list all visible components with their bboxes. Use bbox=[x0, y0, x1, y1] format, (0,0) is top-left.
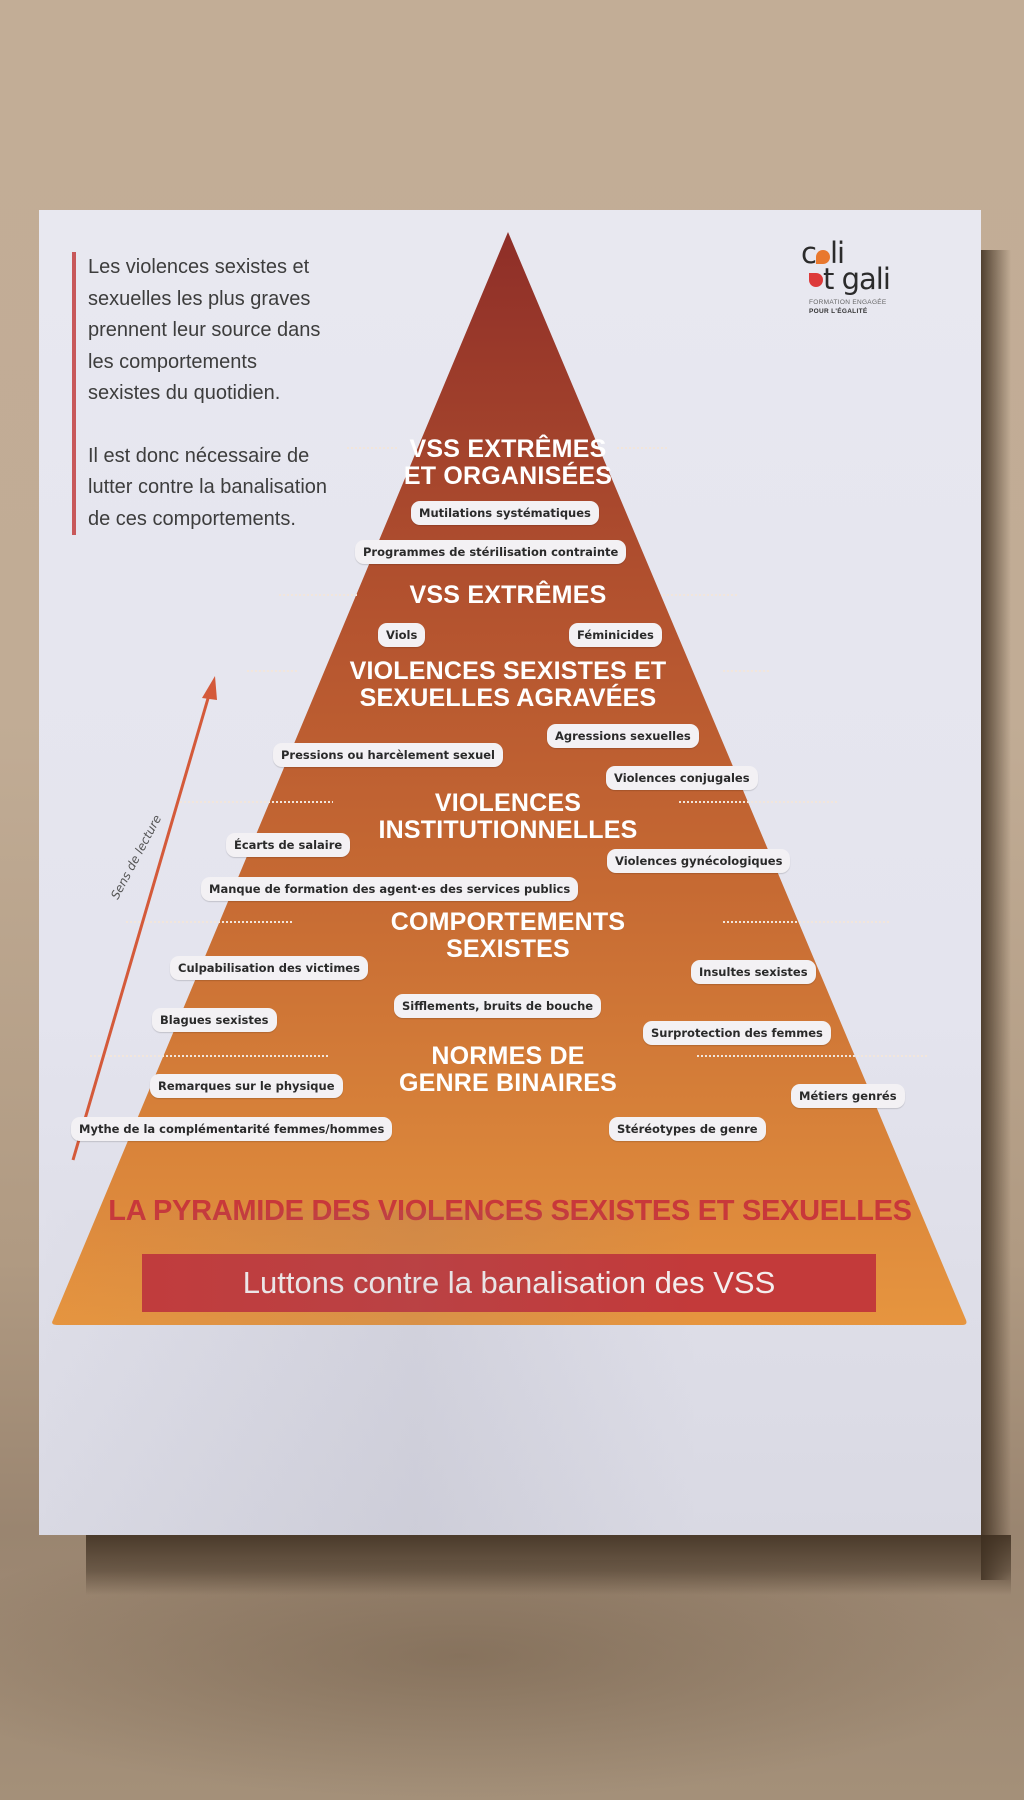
pyramid-graphic bbox=[52, 232, 967, 1325]
pill-sterilisation: Programmes de stérilisation contrainte bbox=[355, 540, 627, 564]
intro-paragraph-2: Il est donc nécessaire de lutter contre … bbox=[88, 444, 328, 530]
logo-orange-shape-icon bbox=[815, 250, 830, 264]
level-4-title: VIOLENCES INSTITUTIONNELLES bbox=[378, 789, 638, 844]
wall-shadow bbox=[0, 1560, 1024, 1800]
poster-shadow-right bbox=[981, 250, 1011, 1580]
pill-insultes: Insultes sexistes bbox=[691, 960, 816, 984]
pill-violences-gynecologiques: Violences gynécologiques bbox=[607, 849, 791, 873]
pill-mythe-complementarite: Mythe de la complémentarité femmes/homme… bbox=[71, 1117, 393, 1141]
level-3-title: VIOLENCES SEXISTES ET SEXUELLES AGRAVÉES bbox=[349, 657, 667, 712]
pill-culpabilisation: Culpabilisation des victimes bbox=[170, 956, 368, 980]
pill-mutilations: Mutilations systématiques bbox=[411, 501, 599, 525]
pill-harcelement: Pressions ou harcèlement sexuel bbox=[273, 743, 503, 767]
pill-manque-formation: Manque de formation des agent·es des ser… bbox=[201, 877, 579, 901]
logo-red-shape-icon bbox=[809, 273, 823, 287]
pill-remarques-physique: Remarques sur le physique bbox=[150, 1074, 343, 1098]
logo-wordmark-line2: t gali bbox=[799, 265, 939, 294]
level-5-title: COMPORTEMENTS SEXISTES bbox=[390, 908, 626, 963]
level-separators bbox=[90, 447, 929, 1057]
poster: Les violences sexistes et sexuelles les … bbox=[39, 210, 981, 1535]
pill-surprotection: Surprotection des femmes bbox=[643, 1021, 831, 1045]
pill-ecarts-salaire: Écarts de salaire bbox=[226, 833, 351, 857]
level-2-title: VSS EXTRÊMES bbox=[409, 581, 607, 609]
level-6-title: NORMES DE GENRE BINAIRES bbox=[398, 1042, 618, 1097]
pill-agressions: Agressions sexuelles bbox=[547, 724, 699, 748]
pill-viols: Viols bbox=[378, 623, 426, 647]
intro-text-block: Les violences sexistes et sexuelles les … bbox=[72, 252, 328, 535]
intro-paragraph-1: Les violences sexistes et sexuelles les … bbox=[88, 256, 321, 404]
pill-sifflements: Sifflements, bruits de bouche bbox=[394, 994, 602, 1018]
pill-stereotypes: Stéréotypes de genre bbox=[609, 1117, 766, 1141]
pyramid-shape bbox=[52, 232, 967, 1325]
poster-shadow-bottom bbox=[86, 1535, 1011, 1595]
poster-tagline: Luttons contre la banalisation des VSS bbox=[142, 1254, 876, 1312]
poster-title: LA PYRAMIDE DES VIOLENCES SEXISTES ET SE… bbox=[108, 1195, 912, 1227]
level-1-title: VSS EXTRÊMES ET ORGANISÉES bbox=[403, 435, 613, 490]
pill-feminicides: Féminicides bbox=[569, 623, 662, 647]
pill-blagues: Blagues sexistes bbox=[152, 1008, 277, 1032]
pill-metiers-genres: Métiers genrés bbox=[791, 1084, 905, 1108]
arrow-up-right-icon bbox=[71, 676, 217, 1161]
pill-violences-conjugales: Violences conjugales bbox=[606, 766, 758, 790]
logo-subtitle: FORMATION ENGAGÉE POUR L'ÉGALITÉ bbox=[809, 299, 887, 315]
